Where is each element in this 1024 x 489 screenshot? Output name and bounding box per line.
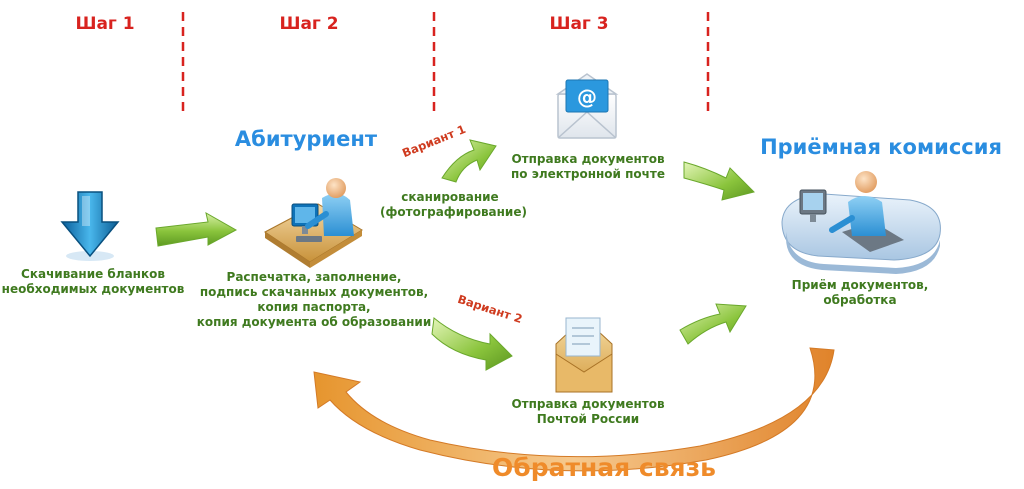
download-line-1: Скачивание бланков xyxy=(21,267,165,281)
scan-line-1: сканирование xyxy=(401,190,499,204)
download-arrow-icon xyxy=(60,191,120,261)
actor-committee: Приёмная комиссия xyxy=(760,135,1002,159)
email-line-2: по электронной почте xyxy=(511,167,665,181)
mail-envelope-icon xyxy=(555,317,613,393)
download-line-2: необходимых документов xyxy=(1,282,185,296)
email-line-1: Отправка документов xyxy=(511,152,665,166)
prepare-line-3: копия паспорта, xyxy=(257,300,371,314)
post-line-2: Почтой России xyxy=(536,412,640,426)
svg-text:@: @ xyxy=(577,85,597,109)
step-label-2: Шаг 2 xyxy=(279,14,339,34)
arrow-email-to-committee xyxy=(683,161,755,201)
receive-line-2: обработка xyxy=(823,293,897,307)
email-label: Отправка документов по электронной почте xyxy=(500,152,676,182)
prepare-line-2: подпись скачанных документов, xyxy=(199,285,429,299)
post-line-1: Отправка документов xyxy=(511,397,665,411)
arrow-variant-1 xyxy=(441,139,497,183)
step-label-3: Шаг 3 xyxy=(549,14,609,34)
feedback-label: Обратная связь xyxy=(492,453,716,482)
applicant-desk-icon xyxy=(264,178,363,268)
arrow-variant-2 xyxy=(431,317,513,371)
scan-line-2: (фотографирование) xyxy=(380,205,527,219)
receive-line-1: Приём документов, xyxy=(791,278,929,292)
post-label: Отправка документов Почтой России xyxy=(500,397,676,427)
download-label: Скачивание бланков необходимых документо… xyxy=(0,267,186,297)
email-envelope-icon: @ xyxy=(555,73,619,139)
arrow-post-to-committee xyxy=(679,303,747,345)
actor-applicant: Абитуриент xyxy=(234,127,378,151)
scan-label: сканирование (фотографирование) xyxy=(380,190,527,220)
prepare-label: Распечатка, заполнение, подпись скачанны… xyxy=(192,270,436,330)
prepare-line-1: Распечатка, заполнение, xyxy=(226,270,402,284)
receive-label: Приём документов, обработка xyxy=(780,278,940,308)
step-label-1: Шаг 1 xyxy=(75,14,135,34)
arrow-download-to-prepare xyxy=(155,212,238,247)
committee-desk-icon xyxy=(781,171,941,274)
prepare-line-4: копия документа об образовании xyxy=(196,315,432,329)
feedback-arc-arrow xyxy=(313,347,835,472)
